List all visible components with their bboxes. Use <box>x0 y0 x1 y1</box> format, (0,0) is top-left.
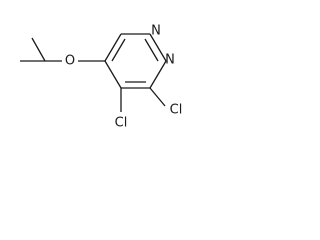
bond-c5-c6-double-outer <box>104 33 122 62</box>
bond-ch-methyl-top <box>31 37 46 62</box>
bond-c5-c6-double-inner <box>111 38 126 62</box>
atom-cl-right-label: Cl <box>170 103 183 118</box>
atom-oxygen-label: O <box>65 54 75 69</box>
atom-n2-label: N <box>165 53 175 68</box>
structure-canvas: N N Cl Cl O <box>0 0 221 137</box>
molecule-structure: N N Cl Cl O <box>20 24 183 131</box>
atom-cl-bottom-label: Cl <box>115 116 128 131</box>
atom-n1-label: N <box>151 24 161 39</box>
bond-n1-n2-double-inner <box>144 38 159 62</box>
bond-n2-c3 <box>149 60 167 89</box>
bond-c3-cl <box>149 87 166 107</box>
bond-n1-n2-double-outer <box>149 33 167 62</box>
bond-c4-c5 <box>104 60 122 89</box>
